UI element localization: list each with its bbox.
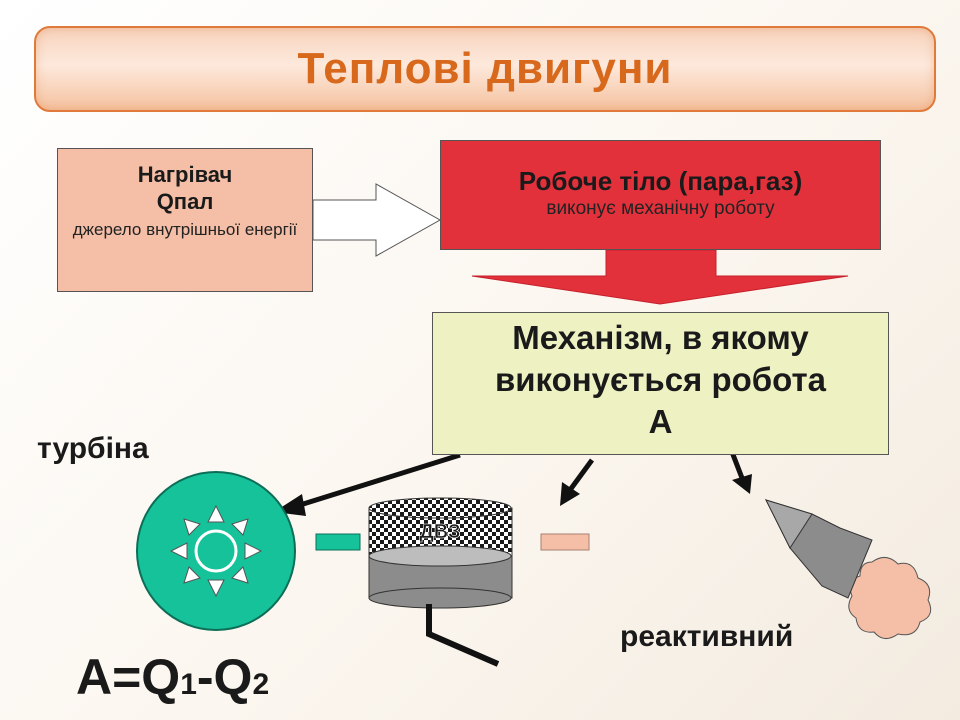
body-to-mechanism-arrow [471, 249, 849, 305]
jet-label: реактивний [620, 620, 794, 653]
working-body-description: виконує механічну роботу [546, 198, 775, 219]
crank-rod [426, 604, 500, 667]
mechanism-to-jet-arrow [729, 451, 752, 494]
exhaust-cloud [848, 557, 932, 639]
mechanism-box: Механізм, в якому виконується робота А [432, 312, 889, 455]
turbine-label: турбіна [37, 432, 149, 465]
heater-name: Нагрівач [137, 162, 233, 187]
turbine-connector [315, 533, 361, 551]
jet-rocket [765, 499, 932, 639]
mechanism-line-1: Механізм, в якому [512, 319, 809, 356]
ice-cylinder [368, 497, 513, 667]
formula-sub-2: 2 [252, 668, 270, 701]
heater-box: Нагрівач Qпал джерело внутрішньої енергі… [57, 148, 313, 292]
mechanism-to-ice-arrow [560, 458, 595, 506]
page-title: Теплові двигуни [297, 44, 673, 93]
formula-lhs: A=Q [76, 649, 181, 705]
title-bar: Теплові двигуни [34, 26, 936, 112]
ice-label: ДВЗ [420, 521, 461, 543]
formula-minus: -Q [196, 649, 253, 705]
work-formula: A=Q1-Q2 [76, 648, 269, 706]
working-body-box: Робоче тіло (пара,газ) виконує механічну… [440, 140, 881, 250]
formula-sub-1: 1 [180, 668, 197, 701]
turbine-wheel [136, 471, 296, 631]
heater-description: джерело внутрішньої енергії [72, 220, 298, 239]
working-body-name: Робоче тіло (пара,газ) [518, 166, 803, 196]
mechanism-line-3: А [648, 403, 673, 440]
heater-heat: Qпал [156, 189, 214, 214]
ice-connector [540, 533, 590, 551]
heater-to-body-arrow [312, 183, 442, 257]
mechanism-line-2: виконується робота [494, 361, 827, 398]
